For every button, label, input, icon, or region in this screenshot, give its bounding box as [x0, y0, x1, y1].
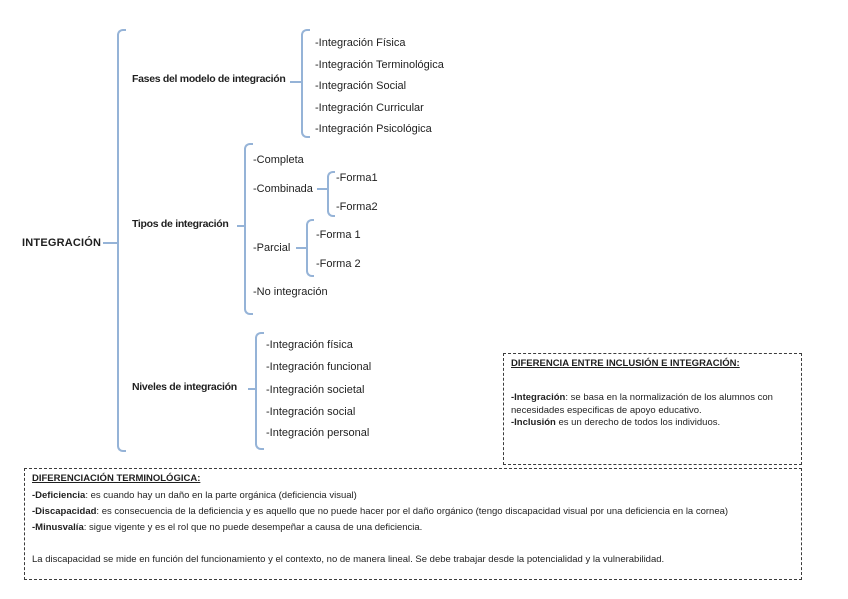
tree-item: -Integración Terminológica: [315, 59, 444, 71]
inclusion-difference-box: DIFERENCIA ENTRE INCLUSIÓN E INTEGRACIÓN…: [503, 353, 802, 465]
term-minusvalia: -Minusvalía: [32, 522, 84, 533]
terminology-line: -Deficiencia: es cuando hay un daño en l…: [32, 488, 728, 504]
line-text: necesidades especificas de apoyo educati…: [511, 404, 702, 416]
branch-niveles-label: Niveles de integración: [132, 381, 237, 393]
terminology-line: -Discapacidad: es consecuencia de la def…: [32, 504, 728, 520]
branch-tipos-label: Tipos de integración: [132, 218, 229, 230]
line-text: : sigue vigente y es el rol que no puede…: [83, 522, 423, 533]
combinada-bracket: [327, 171, 335, 217]
root-connector-line: [103, 242, 117, 244]
inclusion-box-line: -Integración: se basa en la normalizació…: [511, 392, 773, 405]
tree-item: -Integración física: [266, 339, 353, 351]
inclusion-box-line: -Inclusión es un derecho de todos los in…: [511, 417, 773, 430]
line-text: es un derecho de todos los individuos.: [555, 417, 721, 428]
fases-connector-line: [290, 81, 301, 83]
inclusion-box-title: DIFERENCIA ENTRE INCLUSIÓN E INTEGRACIÓN…: [511, 358, 740, 369]
tree-item: -Forma2: [336, 201, 378, 213]
tree-item: -Completa: [253, 154, 304, 166]
tree-item: -Parcial: [253, 242, 291, 254]
tree-item: -No integración: [253, 286, 328, 298]
parcial-connector-line: [296, 247, 306, 249]
line-text: : es cuando hay un daño en la parte orgá…: [85, 490, 357, 501]
tree-item: -Integración Social: [315, 80, 407, 92]
branch-fases-label: Fases del modelo de integración: [132, 73, 286, 85]
niveles-bracket: [255, 332, 264, 450]
tree-item: -Forma1: [336, 172, 378, 184]
tree-item: -Integración personal: [266, 427, 370, 439]
tree-item: -Integración societal: [266, 384, 365, 396]
terminology-box-title: DIFERENCIACIÓN TERMINOLÓGICA:: [32, 473, 201, 484]
terminology-line: -Minusvalía: sigue vigente y es el rol q…: [32, 520, 728, 536]
inclusion-box-line: necesidades especificas de apoyo educati…: [511, 405, 773, 418]
fases-bracket: [301, 29, 310, 138]
line-text: : se basa en la normalización de los alu…: [565, 392, 773, 403]
terminology-footer: La discapacidad se mide en función del f…: [32, 554, 665, 565]
parcial-bracket: [306, 219, 314, 277]
tipos-bracket: [244, 143, 253, 315]
inclusion-box-text: -Integración: se basa en la normalizació…: [511, 392, 773, 430]
tipos-connector-line: [237, 225, 245, 227]
tree-item: -Forma 1: [316, 229, 361, 241]
main-bracket: [117, 29, 126, 452]
root-label: INTEGRACIÓN: [22, 237, 102, 249]
term-deficiencia: -Deficiencia: [32, 490, 86, 501]
tree-item: -Integración social: [266, 406, 356, 418]
term-inclusion: -Inclusión: [511, 417, 556, 428]
tree-item: -Combinada: [253, 183, 313, 195]
tree-item: -Integración Física: [315, 37, 406, 49]
term-discapacidad: -Discapacidad: [32, 506, 97, 517]
line-text: : es consecuencia de la deficiencia y es…: [96, 506, 729, 517]
terminology-box: DIFERENCIACIÓN TERMINOLÓGICA: -Deficienc…: [24, 468, 802, 580]
tree-item: -Integración Curricular: [315, 102, 424, 114]
terminology-box-text: -Deficiencia: es cuando hay un daño en l…: [32, 488, 728, 568]
niveles-connector-line: [248, 388, 255, 390]
tree-item: -Forma 2: [316, 258, 361, 270]
term-integracion: -Integración: [511, 392, 566, 403]
tree-item: -Integración funcional: [266, 361, 372, 373]
tree-item: -Integración Psicológica: [315, 123, 432, 135]
combinada-connector-line: [317, 188, 327, 190]
blank-line: [32, 536, 728, 552]
